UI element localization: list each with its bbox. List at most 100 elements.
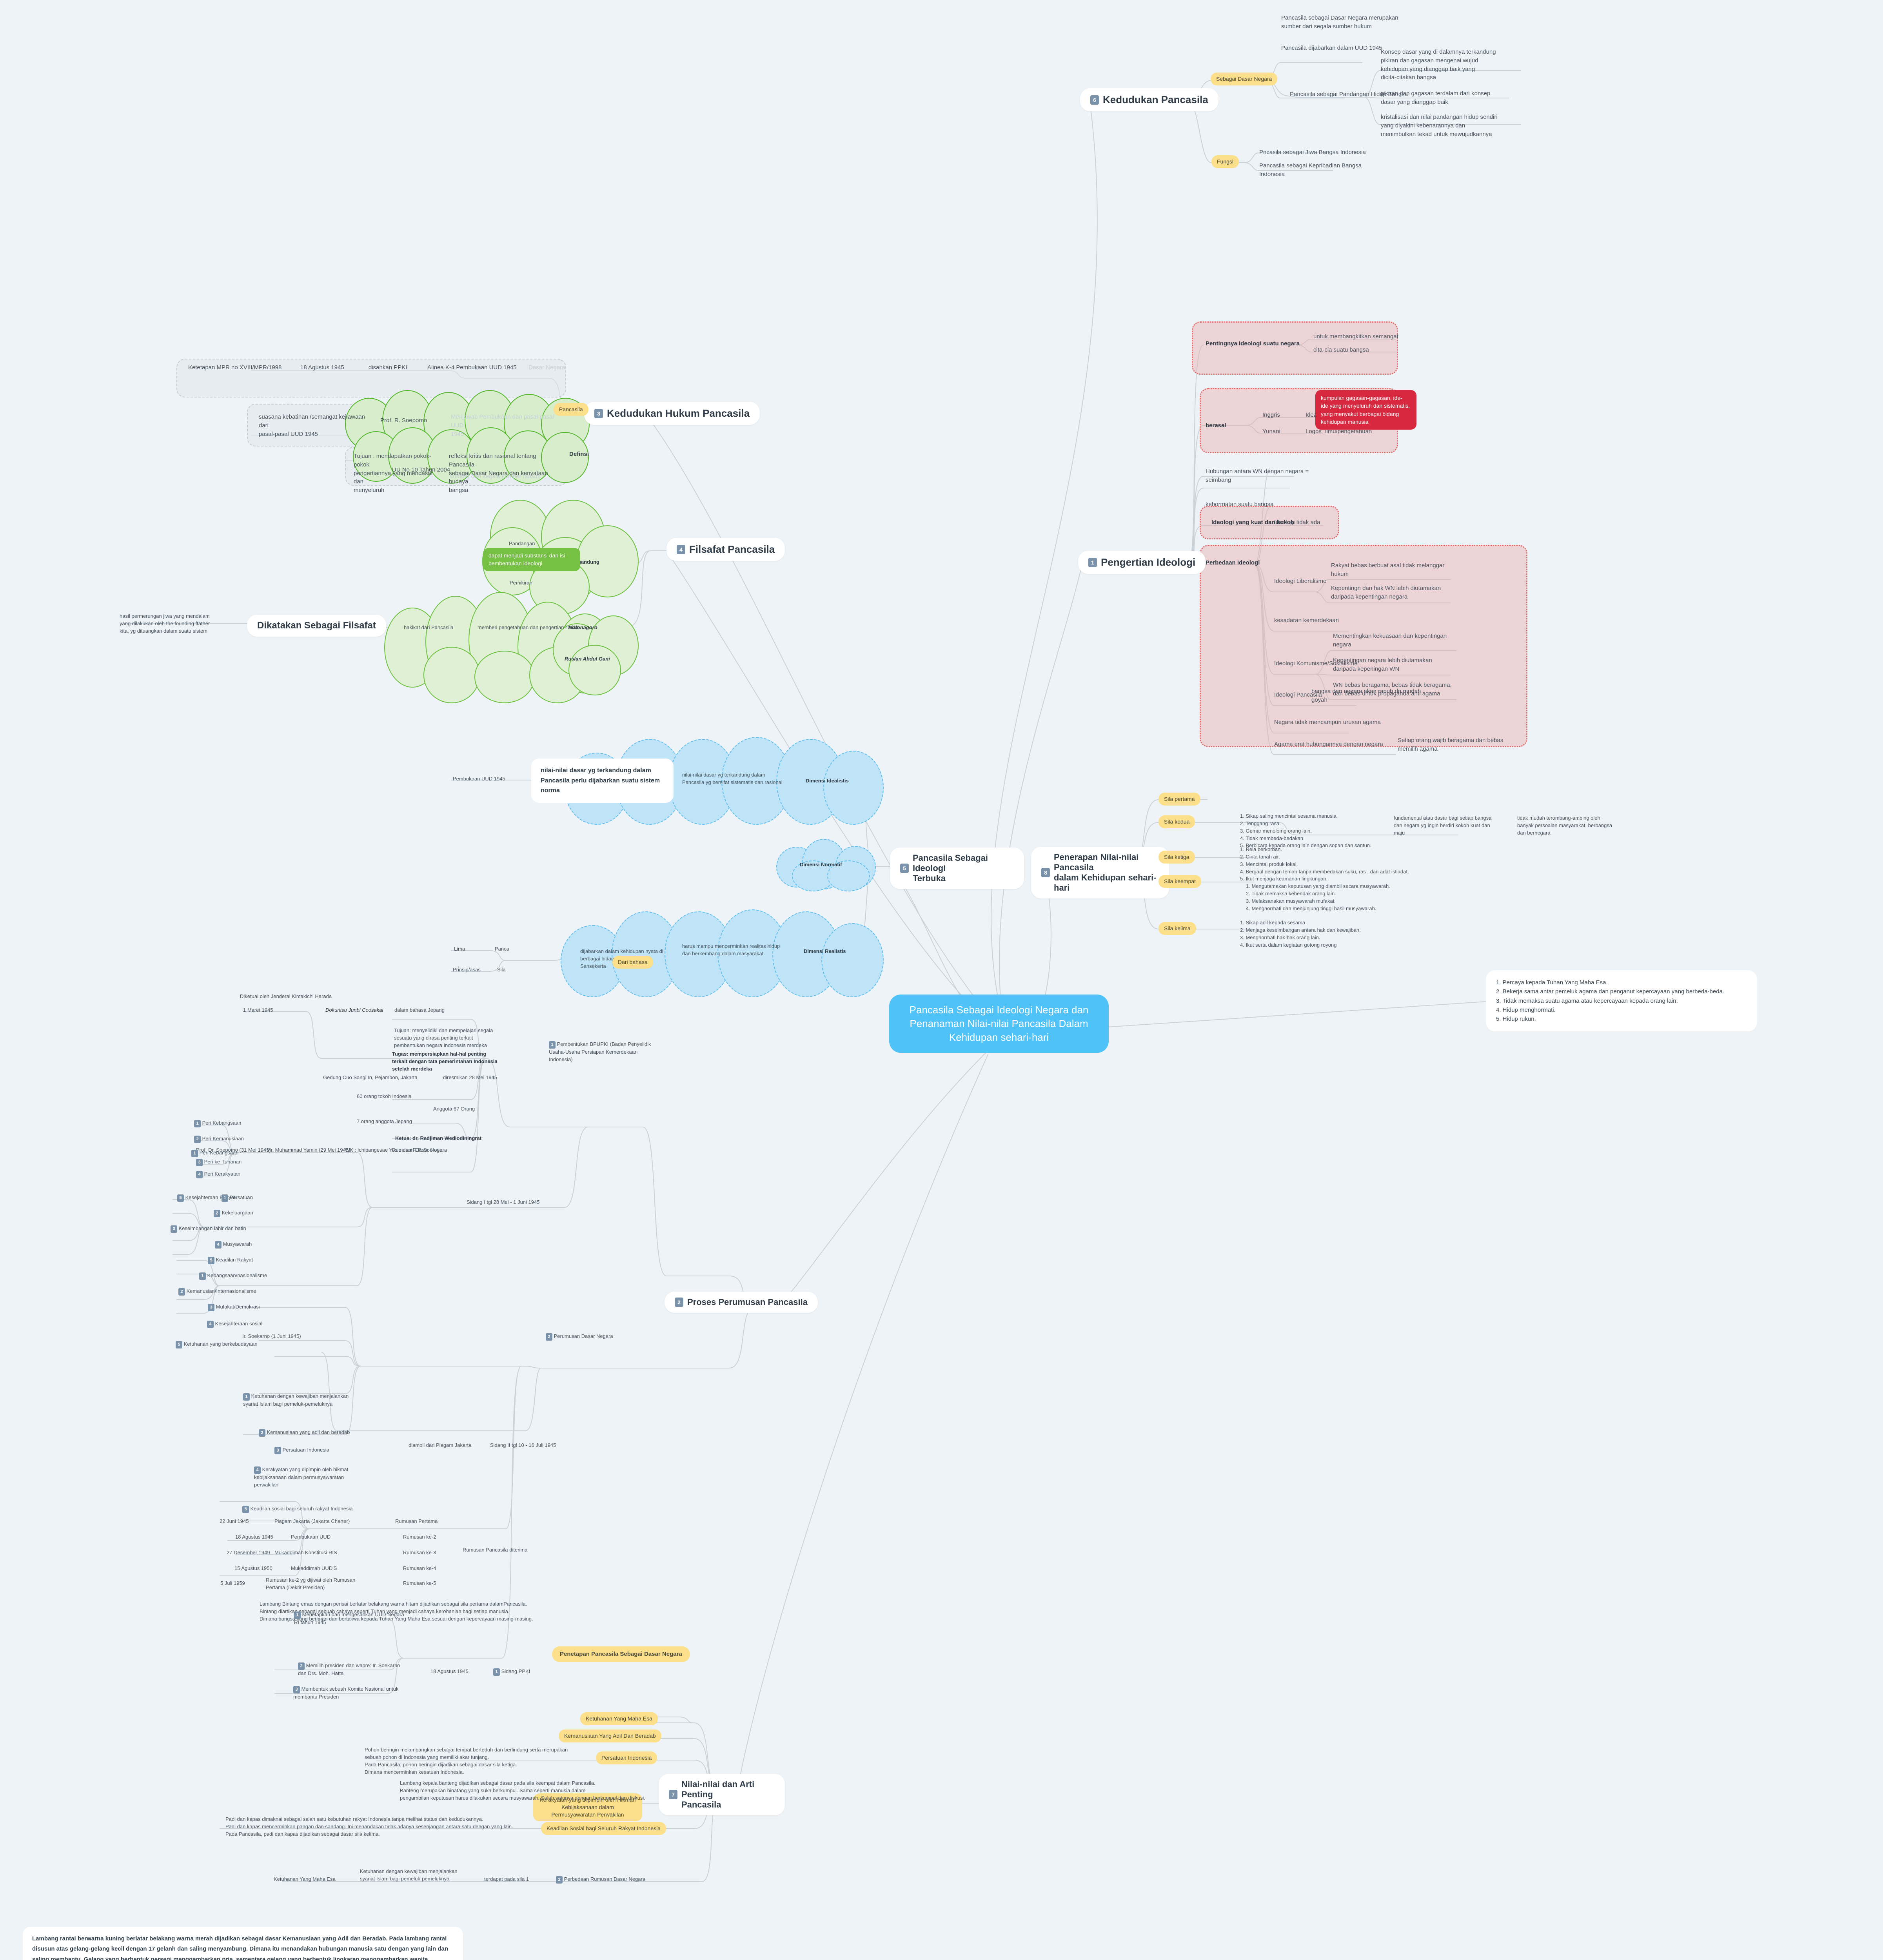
rumusan-doc-2: Pembukaan UUD bbox=[291, 1534, 331, 1540]
pill-sila-ketiga[interactable]: Sila ketiga bbox=[1158, 851, 1195, 864]
label-berasal: berasal bbox=[1206, 422, 1226, 429]
badge-1: 1 bbox=[549, 1041, 556, 1049]
item-pan-bangsa-rapuh: bangsa dan negara akan rapuh dn mudah go… bbox=[1311, 688, 1421, 703]
item-wk-soeroso: WK : Ichibangesae Yosio dan R.P. Soeroso bbox=[345, 1147, 443, 1153]
topic-proses-perumusan[interactable]: 2 Proses Perumusan Pancasila bbox=[665, 1292, 818, 1313]
badge-num: 1 bbox=[294, 1612, 301, 1619]
item-kom-wn-bebas-beragama: WN bebas beragama, bebas tidak beragama,… bbox=[1333, 682, 1452, 697]
timeline-18-agustus-1945: 18 Agustus 1945 bbox=[300, 364, 344, 371]
pill-fungsi[interactable]: Fungsi bbox=[1211, 155, 1239, 168]
badge-num: 1 bbox=[194, 1120, 201, 1128]
topic-label: Dikatakan Sebagai Filsafat bbox=[257, 620, 376, 631]
item-pembentukan-bpupki: 1 Pembentukan BPUPKI (Badan Penyelidik U… bbox=[549, 1041, 670, 1063]
label-pemikiran: Pemikiran bbox=[510, 580, 532, 586]
item-ketua-radjiman: Ketua: dr. Radjiman Wediodiningrat bbox=[395, 1135, 482, 1141]
rumusan-date-4: 15 Agustus 1950 bbox=[234, 1565, 272, 1571]
badge-3: 3 bbox=[594, 408, 603, 418]
topic-ideologi-terbuka[interactable]: 5 Pancasila Sebagai Ideologi Terbuka bbox=[890, 848, 1024, 889]
item-lib-kepentingan-wn: Kepentingn dan hak WN lebih diutamakan d… bbox=[1331, 585, 1441, 600]
item-yamin-3: 3 Peri ke-Tuhanan bbox=[196, 1158, 242, 1167]
label-dimensi-realistis: Dimensi Realistis bbox=[804, 948, 846, 954]
label-ideologi-pancasila: Ideologi Pancasila bbox=[1274, 691, 1322, 698]
item-gedung-cuo-sangi: Gedung Cuo Sangi In, Pejambon, Jakarta bbox=[323, 1074, 418, 1080]
badge-num: 4 bbox=[196, 1171, 203, 1179]
item-piagam-3: 3 Persatuan Indonesia bbox=[274, 1446, 329, 1455]
item-tujuan-bpupki: Tujuan: menyelidiki dan mempelajari sega… bbox=[394, 1027, 493, 1048]
rumusan-doc-5: Rumusan ke-2 yg dijiwai oleh Rumusan Per… bbox=[266, 1577, 356, 1590]
list-sila-pertama: 1. Percaya kepada Tuhan Yang Maha Esa. 2… bbox=[1496, 979, 1725, 1022]
pill-keadilan-sosial[interactable]: Keadilan Sosial bagi Seluruh Rakyat Indo… bbox=[541, 1822, 666, 1835]
pill-dari-bahasa[interactable]: Dari bahasa bbox=[612, 956, 653, 969]
item-piagam-5: 5 Keadilan sosial bagi seluruh rakyat In… bbox=[242, 1505, 353, 1514]
badge-num: 5 bbox=[176, 1341, 182, 1349]
topic-nilai-arti-penting[interactable]: 7 Nilai-nilai dan Arti Penting Pancasila bbox=[659, 1774, 785, 1815]
sub-kristalisasi: kristalisasi dan nilai pandangan hidup s… bbox=[1381, 114, 1498, 138]
pill-sila-pertama[interactable]: Sila pertama bbox=[1158, 793, 1200, 806]
cloud-dimensi-realistis bbox=[561, 909, 884, 1000]
item-refleksi-kritis: refleksi kritis dan rasional tentang Pan… bbox=[449, 453, 548, 494]
item-soepomo-1: 1 Persatuan bbox=[222, 1194, 253, 1202]
timeline-alinea-k4: Alinea K-4 Pembukaan UUD 1945 bbox=[427, 364, 517, 371]
item-piagam-2: 2 Kemanusiaan yang adil dan beradab bbox=[259, 1429, 350, 1437]
note-kepala-banteng: Lambang kepala banteng dijadikan sebagai… bbox=[400, 1780, 645, 1801]
item-kesadaran-kemerdekaan: kesadaran kemerdekaan bbox=[1274, 617, 1339, 624]
label-pentingnya-ideologi: Pentingnya Ideologi suatu negara bbox=[1206, 340, 1300, 347]
topic-penerapan-nilai[interactable]: 8 Penerapan Nilai-nilai Pancasila dalam … bbox=[1031, 847, 1169, 898]
item-soekarno-4: 4 Kesejahteraan sosial bbox=[207, 1320, 262, 1328]
pill-penetapan-pancasila[interactable]: Penetapan Pancasila Sebagai Dasar Negara bbox=[552, 1646, 690, 1662]
rumusan-name-1: Rumusan Pertama bbox=[395, 1518, 438, 1524]
rumusan-doc-1: Piagam Jakarta (Jakarta Charter) bbox=[274, 1518, 350, 1524]
label-soekarno: Ir. Soekarno (1 Juni 1945) bbox=[242, 1333, 301, 1339]
label-kata-idea: Idea bbox=[1306, 412, 1317, 418]
topic-pengertian-ideologi[interactable]: 1 Pengertian Ideologi bbox=[1078, 551, 1206, 574]
label-tgl-18-agustus: 18 Agustus 1945 bbox=[430, 1668, 468, 1674]
item-kepribadian-bangsa: Pancasila sebagai Kepribadian Bangsa Ind… bbox=[1259, 162, 1362, 178]
badge-8: 8 bbox=[1041, 868, 1050, 877]
item-ppki-2: 2 Memilih presiden dan wapre: Ir. Soekar… bbox=[298, 1662, 400, 1677]
badge-num: 2 bbox=[178, 1288, 185, 1296]
list-sila-keempat: 1. Mengutamakan keputusan yang diambil s… bbox=[1246, 883, 1390, 911]
badge-num: 2 bbox=[194, 1136, 201, 1143]
pill-sila-kedua[interactable]: Sila kedua bbox=[1158, 815, 1195, 828]
sub-konsep-dasar: Konsep dasar yang di dalamnya terkandung… bbox=[1381, 49, 1496, 81]
item-cita-cita-bangsa: cita-cia suatu bangsa bbox=[1313, 347, 1369, 353]
label-lima: Lima bbox=[454, 946, 465, 952]
pill-sila-kelima[interactable]: Sila kelima bbox=[1158, 922, 1196, 935]
rumusan-name-3: Rumusan ke-3 bbox=[403, 1550, 436, 1555]
note-padi-kapas: Padi dan kapas dimaknai sebagai salah sa… bbox=[225, 1816, 513, 1837]
pill-sebagai-dasar-negara[interactable]: Sebagai Dasar Negara bbox=[1211, 73, 1278, 85]
badge-2: 2 bbox=[556, 1876, 563, 1884]
label-soepomo: Prof. Dr. Soepomo (31 Mei 1945) bbox=[196, 1147, 271, 1153]
pill-sila-keempat[interactable]: Sila keempat bbox=[1158, 875, 1201, 888]
list-sila-kedua: 1. Sikap saling mencintai sesama manusia… bbox=[1240, 813, 1371, 849]
item-soekarno-5: 5 Ketuhanan yang berkebudayaan bbox=[176, 1341, 258, 1349]
item-prof-soepomo: Prof. R. Soepomo bbox=[380, 417, 427, 424]
topic-kedudukan-hukum[interactable]: 3 Kedudukan Hukum Pancasila bbox=[584, 402, 760, 425]
badge-num: 3 bbox=[196, 1159, 203, 1167]
central-node[interactable]: Pancasila Sebagai Ideologi Negara dan Pe… bbox=[889, 995, 1109, 1053]
topic-kedudukan-pancasila[interactable]: 6 Kedudukan Pancasila bbox=[1080, 88, 1218, 111]
topic-dikatakan-sebagai-filsafat[interactable]: Dikatakan Sebagai Filsafat bbox=[247, 615, 386, 637]
pill-ketuhanan-yme[interactable]: Ketuhanan Yang Maha Esa bbox=[580, 1712, 658, 1725]
pill-persatuan-indonesia[interactable]: Persatuan Indonesia bbox=[596, 1751, 657, 1764]
topic-filsafat-pancasila[interactable]: 4 Filsafat Pancasila bbox=[666, 538, 785, 561]
pill-pancasila[interactable]: Pancasila bbox=[554, 403, 588, 416]
item-sumber-segala-hukum: sumber dari segala sumber hukum bbox=[450, 473, 541, 480]
text-tidak-mudah-terombang: tidak mudah terombang-ambing oleh banyak… bbox=[1517, 815, 1612, 836]
item-bahasa-jepang: dalam bahasa Jepang bbox=[394, 1007, 445, 1013]
item-1-maret-1945: 1 Maret 1945 bbox=[243, 1007, 273, 1013]
rumusan-date-1: 22 Juni 1945 bbox=[220, 1518, 249, 1524]
item-jiwa-bangsa: Pncasila sebagai Jiwa Bangsa Indonesia bbox=[1259, 149, 1366, 156]
cloud-tokoh bbox=[553, 615, 639, 695]
label-diambil-piagam-jakarta: diambil dari Piagam Jakarta bbox=[409, 1442, 472, 1448]
pill-kemanusiaan-adil[interactable]: Kemanusiaan Yang Adil Dan Beradab bbox=[559, 1730, 661, 1742]
label-terdapat-sila-1: terdapat pada sila 1 bbox=[484, 1876, 529, 1882]
item-dokuritsu: Dokuritsu Junbi Coosakai bbox=[325, 1007, 383, 1013]
rumusan-date-3: 27 Desember 1949 bbox=[227, 1550, 270, 1555]
pill-kerakyatan-hikmah[interactable]: Kerakyatan yang Dipimpin oleh Hikmah Keb… bbox=[533, 1793, 642, 1821]
item-perbedaan-rumusan: 2 Perbedaan Rumusan Dasar Negara bbox=[556, 1876, 645, 1884]
badge-num: 1 bbox=[222, 1194, 228, 1202]
label-sidang-2: Sidang II tgl 10 - 16 Juli 1945 bbox=[490, 1442, 556, 1448]
label-ideologi-komunisme: Ideologi Komunisme/Sosialisme bbox=[1274, 660, 1358, 667]
rumusan-date-5: 5 Juli 1959 bbox=[220, 1580, 245, 1586]
